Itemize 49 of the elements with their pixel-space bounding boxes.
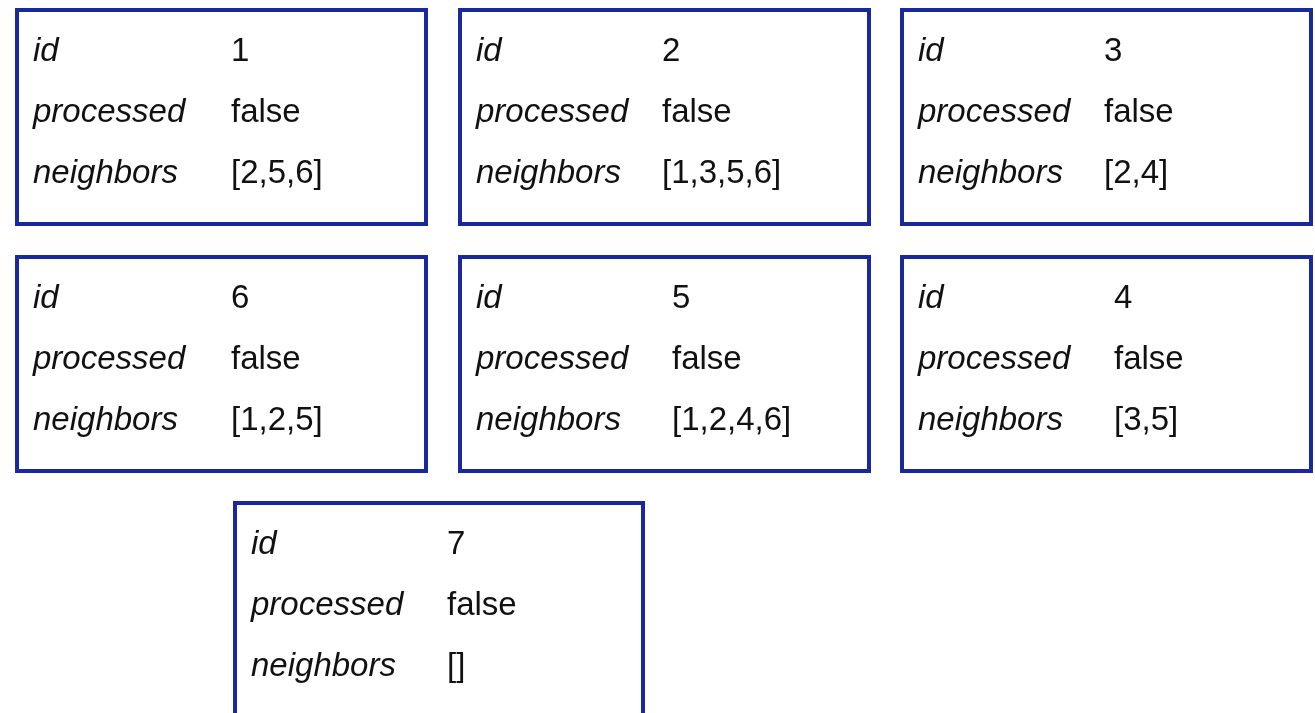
field-value: 5 bbox=[672, 277, 691, 317]
field-value: 2 bbox=[662, 30, 681, 70]
field-value: false bbox=[231, 91, 301, 131]
field-name: neighbors bbox=[33, 152, 178, 192]
field-value: [2,4] bbox=[1104, 152, 1169, 192]
field-name: id bbox=[918, 277, 944, 317]
field-name: processed bbox=[918, 91, 1071, 131]
field-value: [3,5] bbox=[1114, 399, 1179, 439]
record-box bbox=[458, 8, 871, 226]
field-value: false bbox=[1114, 338, 1184, 378]
field-value: false bbox=[672, 338, 742, 378]
field-value: 3 bbox=[1104, 30, 1123, 70]
field-name: id bbox=[251, 523, 277, 563]
field-value: false bbox=[662, 91, 732, 131]
field-value: [] bbox=[447, 645, 466, 685]
field-name: neighbors bbox=[33, 399, 178, 439]
field-value: 4 bbox=[1114, 277, 1133, 317]
field-name: id bbox=[918, 30, 944, 70]
field-value: [1,3,5,6] bbox=[662, 152, 782, 192]
field-name: processed bbox=[251, 584, 404, 624]
field-name: neighbors bbox=[476, 152, 621, 192]
record-box bbox=[900, 255, 1313, 473]
record-box bbox=[15, 255, 428, 473]
field-value: 6 bbox=[231, 277, 250, 317]
field-value: false bbox=[447, 584, 517, 624]
record-box bbox=[15, 8, 428, 226]
record-box bbox=[900, 8, 1313, 226]
field-value: 1 bbox=[231, 30, 250, 70]
field-value: [2,5,6] bbox=[231, 152, 323, 192]
field-name: neighbors bbox=[918, 152, 1063, 192]
field-value: false bbox=[231, 338, 301, 378]
field-name: id bbox=[33, 277, 59, 317]
field-name: processed bbox=[476, 338, 629, 378]
field-value: 7 bbox=[447, 523, 466, 563]
field-name: processed bbox=[33, 338, 186, 378]
field-name: id bbox=[33, 30, 59, 70]
field-value: [1,2,5] bbox=[231, 399, 323, 439]
field-name: processed bbox=[476, 91, 629, 131]
field-name: id bbox=[476, 277, 502, 317]
record-box bbox=[233, 501, 645, 713]
field-name: neighbors bbox=[918, 399, 1063, 439]
field-name: id bbox=[476, 30, 502, 70]
field-name: neighbors bbox=[251, 645, 396, 685]
field-value: [1,2,4,6] bbox=[672, 399, 792, 439]
field-name: processed bbox=[918, 338, 1071, 378]
field-value: false bbox=[1104, 91, 1174, 131]
record-box bbox=[458, 255, 871, 473]
field-name: neighbors bbox=[476, 399, 621, 439]
field-name: processed bbox=[33, 91, 186, 131]
